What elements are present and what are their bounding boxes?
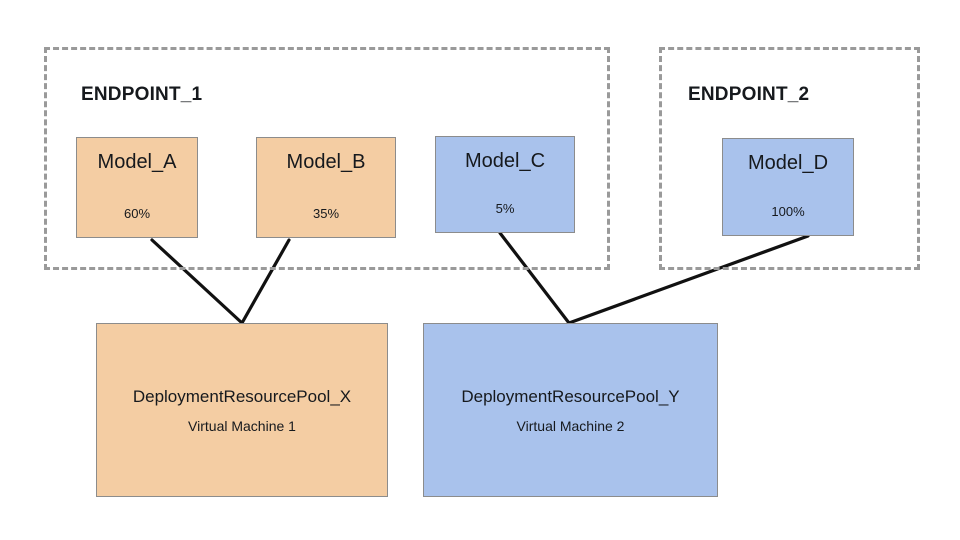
endpoint-group-endpoint-1[interactable]	[44, 47, 610, 270]
pool-box-pool-y[interactable]: DeploymentResourcePool_Y Virtual Machine…	[423, 323, 718, 497]
endpoint-group-endpoint-2[interactable]	[659, 47, 920, 270]
model-traffic-model-d: 100%	[771, 204, 805, 219]
model-box-model-a[interactable]: Model_A 60%	[76, 137, 198, 238]
pool-machine-pool-x: Virtual Machine 1	[188, 417, 296, 434]
model-box-model-c[interactable]: Model_C 5%	[435, 136, 575, 233]
model-traffic-model-c: 5%	[495, 201, 515, 216]
model-name-model-d: Model_D	[747, 152, 829, 174]
model-box-model-b[interactable]: Model_B 35%	[256, 137, 396, 238]
pool-machine-pool-y: Virtual Machine 2	[516, 417, 625, 434]
pool-box-pool-x[interactable]: DeploymentResourcePool_X Virtual Machine…	[96, 323, 388, 497]
model-name-model-c: Model_C	[464, 150, 546, 172]
model-name-model-b: Model_B	[286, 151, 366, 173]
pool-name-pool-x: DeploymentResourcePool_X	[132, 386, 352, 406]
pool-name-pool-y: DeploymentResourcePool_Y	[461, 386, 680, 406]
model-name-model-a: Model_A	[97, 151, 177, 173]
endpoint-title-endpoint-2: ENDPOINT_2	[688, 84, 810, 105]
model-box-model-d[interactable]: Model_D 100%	[722, 138, 854, 236]
model-traffic-model-a: 60%	[123, 206, 151, 221]
model-traffic-model-b: 35%	[312, 206, 340, 221]
endpoint-title-endpoint-1: ENDPOINT_1	[81, 84, 203, 105]
